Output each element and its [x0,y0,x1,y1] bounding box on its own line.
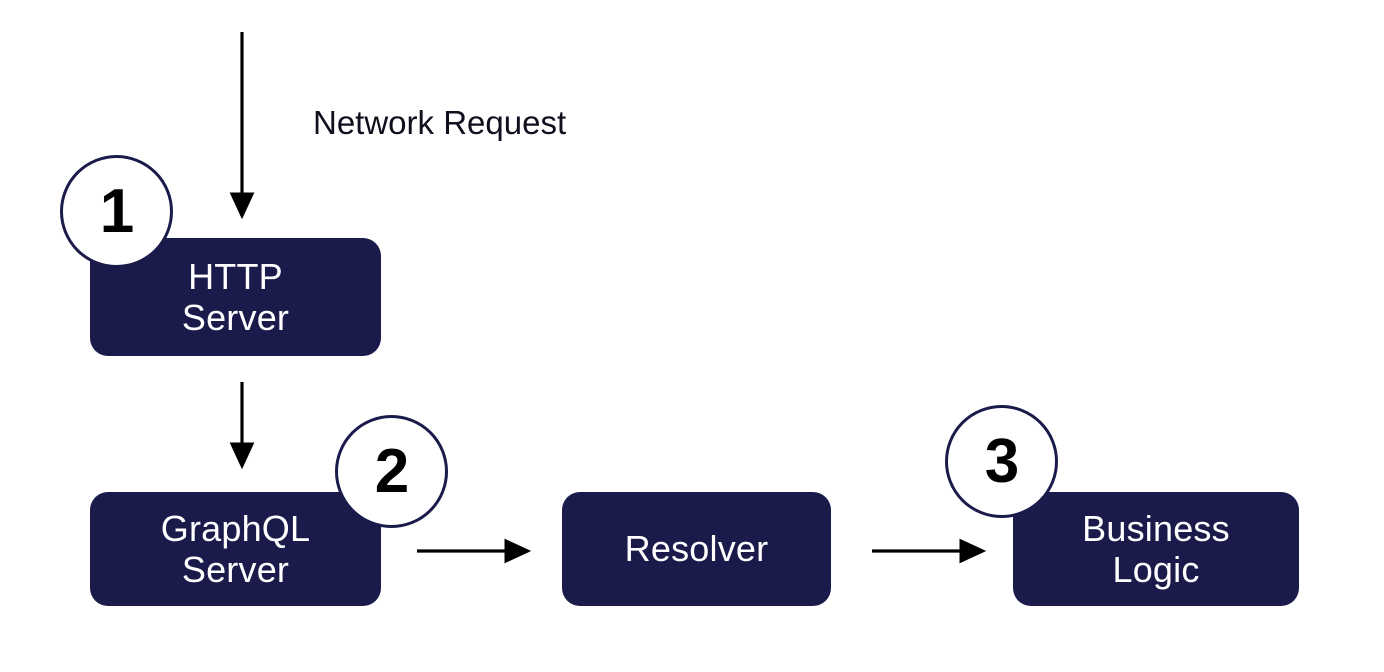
node-resolver-label: Resolver [624,528,769,570]
node-business-logic-label: Business Logic [1082,507,1230,590]
node-http-server-label: HTTP Server [181,255,290,338]
step-badge-3[interactable]: 3 [945,405,1058,518]
step-badge-1[interactable]: 1 [60,155,173,268]
step-badge-2-number: 2 [374,436,409,506]
step-badge-3-number: 3 [984,426,1019,496]
node-graphql-server-label: GraphQL Server [160,507,311,590]
node-graphql-server[interactable]: GraphQL Server [90,492,381,606]
node-business-logic[interactable]: Business Logic [1013,492,1299,606]
edge-label-network-request: Network Request [313,104,567,141]
node-resolver[interactable]: Resolver [562,492,831,606]
step-badge-2[interactable]: 2 [335,415,448,528]
step-badge-1-number: 1 [99,176,134,246]
